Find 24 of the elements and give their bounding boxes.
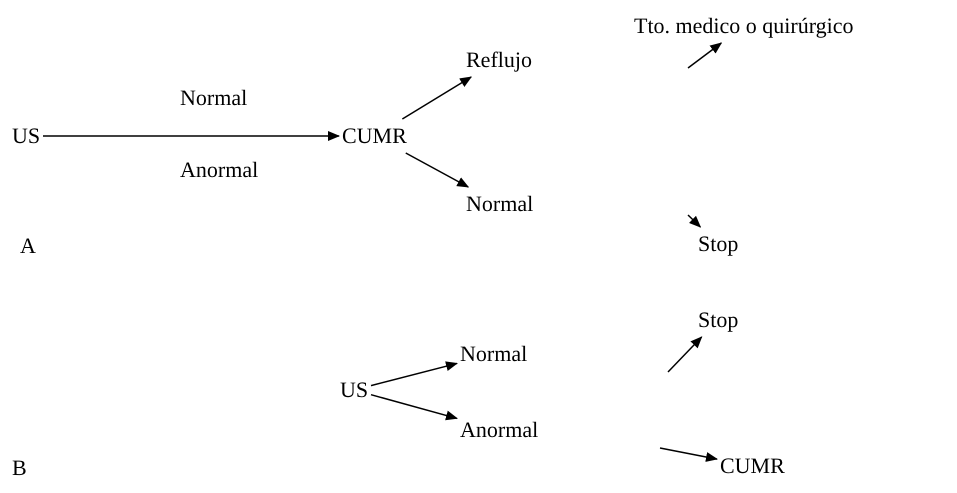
label-text: Anormal: [180, 156, 258, 184]
node-text: Normal: [460, 340, 528, 368]
node-text: US: [12, 122, 40, 150]
node-text: Tto. medico o quirúrgico: [634, 12, 854, 40]
arrow: [402, 76, 472, 120]
node-text: Reflujo: [466, 46, 532, 74]
arrow: [688, 42, 722, 69]
arrow: [370, 394, 458, 420]
node-text: CUMR: [342, 122, 407, 150]
label-text: B: [12, 454, 27, 482]
node-text: US: [340, 376, 368, 404]
arrow: [405, 152, 470, 188]
node-text: CUMR: [720, 452, 785, 480]
node-text: Anormal: [460, 416, 538, 444]
arrow: [370, 361, 458, 386]
node-text: Normal: [466, 190, 534, 218]
label-text: A: [20, 232, 36, 260]
arrow: [43, 131, 340, 141]
label-text: Normal: [180, 84, 248, 112]
node-text: Stop: [698, 306, 738, 334]
arrow: [667, 336, 702, 373]
node-text: Stop: [698, 230, 738, 258]
arrow: [687, 214, 702, 228]
arrow: [660, 447, 718, 462]
